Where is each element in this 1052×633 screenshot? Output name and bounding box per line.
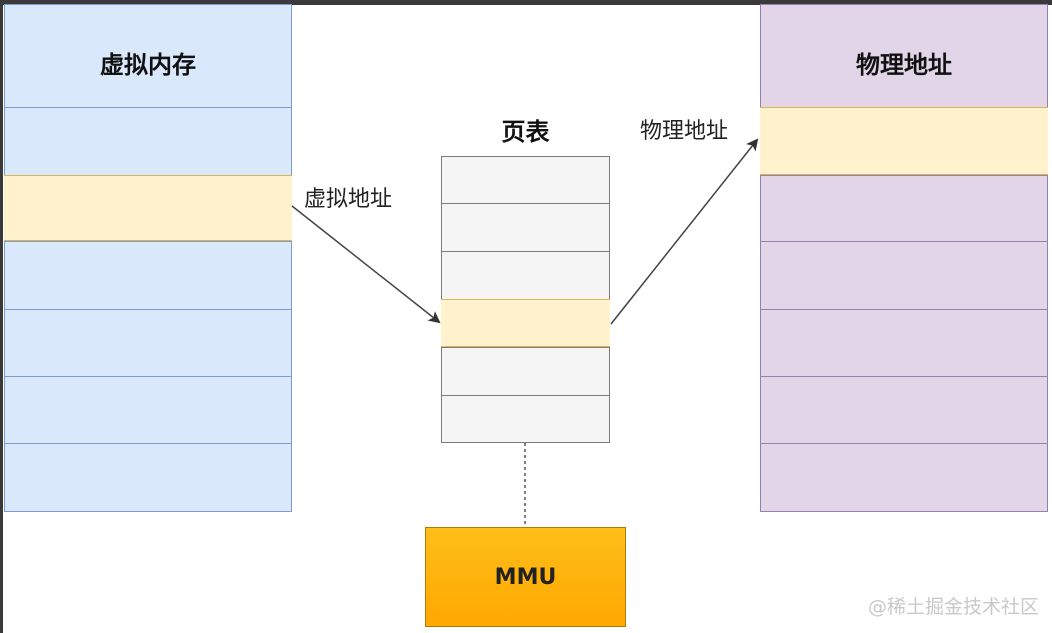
virtual-memory-row-highlighted	[4, 175, 292, 241]
page-table-title: 页表	[501, 118, 550, 146]
mmu-box: MMU	[425, 527, 626, 627]
virtual-memory-row	[4, 443, 292, 511]
physical-memory-row	[760, 443, 1048, 511]
page-table-row-highlighted	[441, 299, 610, 347]
page-table-row	[441, 395, 610, 442]
virtual-memory-block: 虚拟内存	[4, 4, 292, 512]
physical-address-arrow	[610, 138, 759, 325]
window-top-border	[0, 0, 1052, 5]
virtual-memory-row	[4, 241, 292, 309]
virtual-address-label: 虚拟地址	[304, 187, 393, 212]
window-left-border	[0, 0, 3, 633]
virtual-memory-row	[4, 107, 292, 175]
physical-memory-row	[760, 241, 1048, 309]
mmu-label: MMU	[494, 564, 557, 590]
page-table-row	[441, 347, 610, 395]
virtual-address-arrow	[291, 205, 441, 324]
physical-memory-row-highlighted	[760, 107, 1048, 175]
physical-memory-title: 物理地址	[856, 51, 952, 79]
physical-memory-row	[760, 175, 1048, 241]
virtual-memory-title: 虚拟内存	[100, 51, 196, 79]
physical-address-label: 物理地址	[640, 119, 729, 144]
page-table-row	[441, 203, 610, 251]
watermark: @稀土掘金技术社区	[868, 596, 1040, 618]
physical-memory-row	[760, 309, 1048, 376]
page-table-block	[441, 156, 610, 443]
physical-memory-row	[760, 376, 1048, 443]
virtual-memory-row	[4, 376, 292, 443]
page-table-row	[441, 251, 610, 299]
virtual-memory-row	[4, 309, 292, 376]
physical-memory-block: 物理地址	[760, 4, 1048, 512]
